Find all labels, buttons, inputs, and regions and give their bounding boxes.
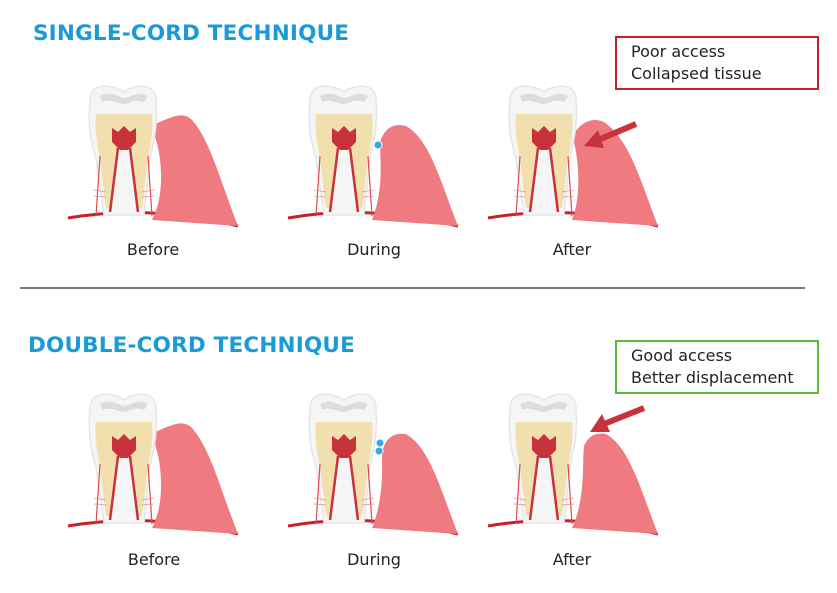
single-before-illustration	[60, 80, 260, 280]
double-after-illustration	[480, 388, 680, 588]
retraction-cord-icon	[373, 140, 383, 150]
stage-label-during: During	[347, 240, 401, 259]
double-cord-note: Good access Better displacement	[615, 340, 819, 394]
retraction-cord-icon	[375, 438, 385, 448]
tooth-icon	[287, 85, 459, 228]
tooth-icon	[487, 85, 659, 228]
tooth-icon	[67, 85, 239, 228]
stage-label-before: Before	[126, 240, 180, 259]
note-line: Poor access	[631, 42, 726, 61]
stage-label-before: Before	[127, 550, 181, 569]
single-cord-note: Poor access Collapsed tissue	[615, 36, 819, 90]
retraction-cord-icon	[374, 446, 384, 456]
note-line: Good access	[631, 346, 733, 365]
arrow-icon	[590, 405, 646, 432]
tooth-icon	[67, 393, 239, 536]
double-cord-title: DOUBLE-CORD TECHNIQUE	[28, 333, 355, 358]
stage-label-after: After	[552, 240, 592, 259]
section-divider	[20, 287, 805, 289]
stage-label-after: After	[552, 550, 592, 569]
double-during-illustration	[280, 388, 480, 588]
single-cord-title: SINGLE-CORD TECHNIQUE	[33, 21, 350, 46]
tooth-icon	[487, 393, 659, 536]
single-after-illustration	[480, 80, 680, 280]
double-before-illustration	[60, 388, 260, 588]
stage-label-during: During	[347, 550, 401, 569]
note-line: Better displacement	[631, 368, 794, 387]
tooth-icon	[287, 393, 459, 536]
single-during-illustration	[280, 80, 480, 280]
arrow-icon	[584, 121, 638, 148]
note-line: Collapsed tissue	[631, 64, 762, 83]
